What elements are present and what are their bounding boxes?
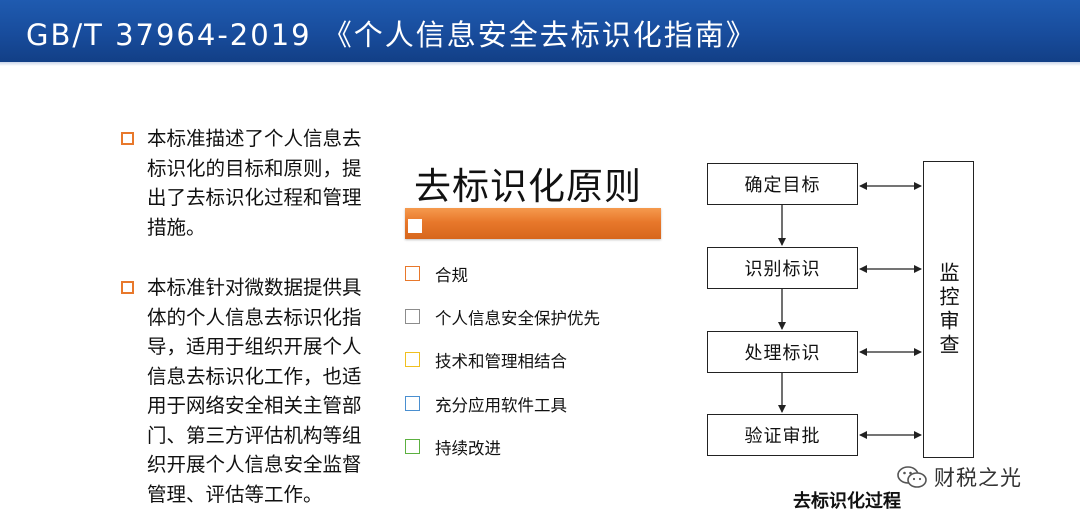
principle-label: 持续改进 [435,439,501,458]
header-bar: GB/T 37964-2019 《个人信息安全去标识化指南》 [0,0,1080,66]
watermark: 财税之光 [896,462,1022,492]
process-caption: 去标识化过程 [793,491,901,512]
checkbox-square-icon [405,396,420,411]
principle-label: 个人信息安全保护优先 [435,309,600,328]
process-step-box: 验证审批 [707,414,858,456]
principle-label: 充分应用软件工具 [435,396,567,415]
bullet-text: 本标准描述了个人信息去标识化的目标和原则，提出了去标识化过程和管理措施。 [147,127,362,239]
monitor-review-box: 监控审查 [923,161,974,458]
checkbox-square-icon [405,439,420,454]
checkbox-square-icon [405,266,420,281]
monitor-label: 监控审查 [936,261,960,358]
checkbox-square-icon [405,309,420,324]
principle-label: 技术和管理相结合 [435,352,567,371]
process-step-box: 处理标识 [707,331,858,373]
principles-accent-bar [405,208,661,239]
bullet-item: 本标准针对微数据提供具体的个人信息去标识化指导，适用于组织开展个人信息去标识化工… [121,273,376,509]
bullet-square-icon [121,132,134,145]
wechat-icon [897,466,927,488]
bullet-item: 本标准描述了个人信息去标识化的目标和原则，提出了去标识化过程和管理措施。 [121,124,376,242]
process-step-box: 确定目标 [707,163,858,205]
principle-label: 合规 [435,266,468,285]
bullet-square-icon [121,281,134,294]
checkbox-square-icon [405,352,420,367]
process-step-box: 识别标识 [707,247,858,289]
principles-title: 去标识化原则 [414,165,642,208]
white-square-icon [408,219,422,233]
bullet-text: 本标准针对微数据提供具体的个人信息去标识化指导，适用于组织开展个人信息去标识化工… [147,276,362,506]
watermark-text: 财税之光 [934,466,1022,490]
page-title: GB/T 37964-2019 《个人信息安全去标识化指南》 [26,18,757,52]
